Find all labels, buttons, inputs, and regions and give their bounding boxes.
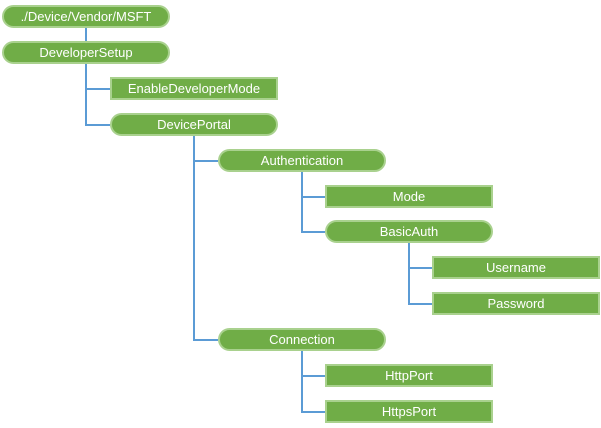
- tree-node-authentication: Authentication: [218, 149, 386, 172]
- tree-node-httpsport: HttpsPort: [325, 400, 493, 423]
- tree-node-password: Password: [432, 292, 600, 315]
- tree-node-label: DevicePortal: [157, 117, 231, 132]
- tree-node-label: HttpPort: [385, 368, 433, 383]
- connector-line: [194, 160, 218, 162]
- tree-node-connection: Connection: [218, 328, 386, 351]
- connector-line: [409, 267, 432, 269]
- connector-line: [409, 303, 432, 305]
- tree-node-mode: Mode: [325, 185, 493, 208]
- tree-node-label: BasicAuth: [379, 224, 439, 239]
- tree-node-label: Username: [486, 260, 546, 275]
- connector-line: [86, 124, 110, 126]
- tree-node-label: HttpsPort: [381, 404, 437, 419]
- connector-line: [301, 351, 303, 413]
- tree-node-enabledevelopermode: EnableDeveloperMode: [110, 77, 278, 100]
- connector-line: [302, 196, 325, 198]
- tree-node-label: Connection: [269, 332, 335, 347]
- tree-node-label: Authentication: [260, 153, 344, 168]
- connector-line: [86, 88, 110, 90]
- tree-node-label: Mode: [392, 189, 426, 204]
- connector-line: [302, 411, 325, 413]
- connector-line: [85, 28, 87, 41]
- tree-node-msft: ./Device/Vendor/MSFT: [2, 5, 170, 28]
- tree-node-deviceportal: DevicePortal: [110, 113, 278, 136]
- tree-node-httpport: HttpPort: [325, 364, 493, 387]
- tree-node-basicauth: BasicAuth: [325, 220, 493, 243]
- connector-line: [193, 136, 195, 341]
- tree-node-developersetup: DeveloperSetup: [2, 41, 170, 64]
- tree-node-label: DeveloperSetup: [39, 45, 133, 60]
- connector-line: [85, 64, 87, 126]
- connector-line: [301, 172, 303, 233]
- tree-node-username: Username: [432, 256, 600, 279]
- connector-line: [302, 375, 325, 377]
- tree-node-label: ./Device/Vendor/MSFT: [20, 9, 152, 24]
- tree-node-label: Password: [487, 296, 545, 311]
- tree-node-label: EnableDeveloperMode: [127, 81, 261, 96]
- connector-line: [302, 231, 325, 233]
- connector-line: [408, 243, 410, 305]
- connector-line: [194, 339, 218, 341]
